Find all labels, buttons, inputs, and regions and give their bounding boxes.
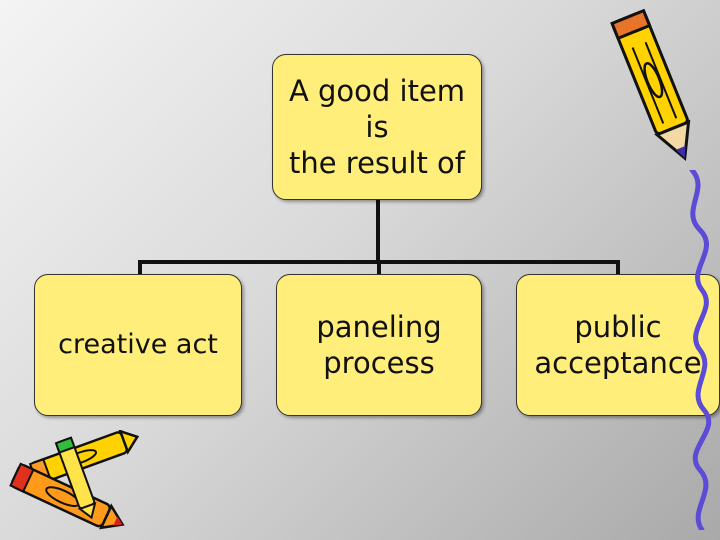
child-node-public-acceptance: public acceptance xyxy=(516,274,720,416)
connector-child-3 xyxy=(616,260,620,274)
child-node-paneling-process: paneling process xyxy=(276,274,482,416)
connector-child-1 xyxy=(138,260,142,274)
root-node: A good item is the result of xyxy=(272,54,482,200)
child-node-label: creative act xyxy=(58,329,218,361)
squiggle-decoration xyxy=(689,170,712,530)
connector-child-2 xyxy=(377,260,381,274)
connector-root-vertical xyxy=(376,200,380,262)
pencil-icon xyxy=(610,8,691,161)
child-node-creative-act: creative act xyxy=(34,274,242,416)
child-node-label: public acceptance xyxy=(534,309,702,380)
child-node-label: paneling process xyxy=(316,309,442,380)
root-node-label: A good item is the result of xyxy=(288,73,466,181)
crayons-icon xyxy=(9,430,140,530)
